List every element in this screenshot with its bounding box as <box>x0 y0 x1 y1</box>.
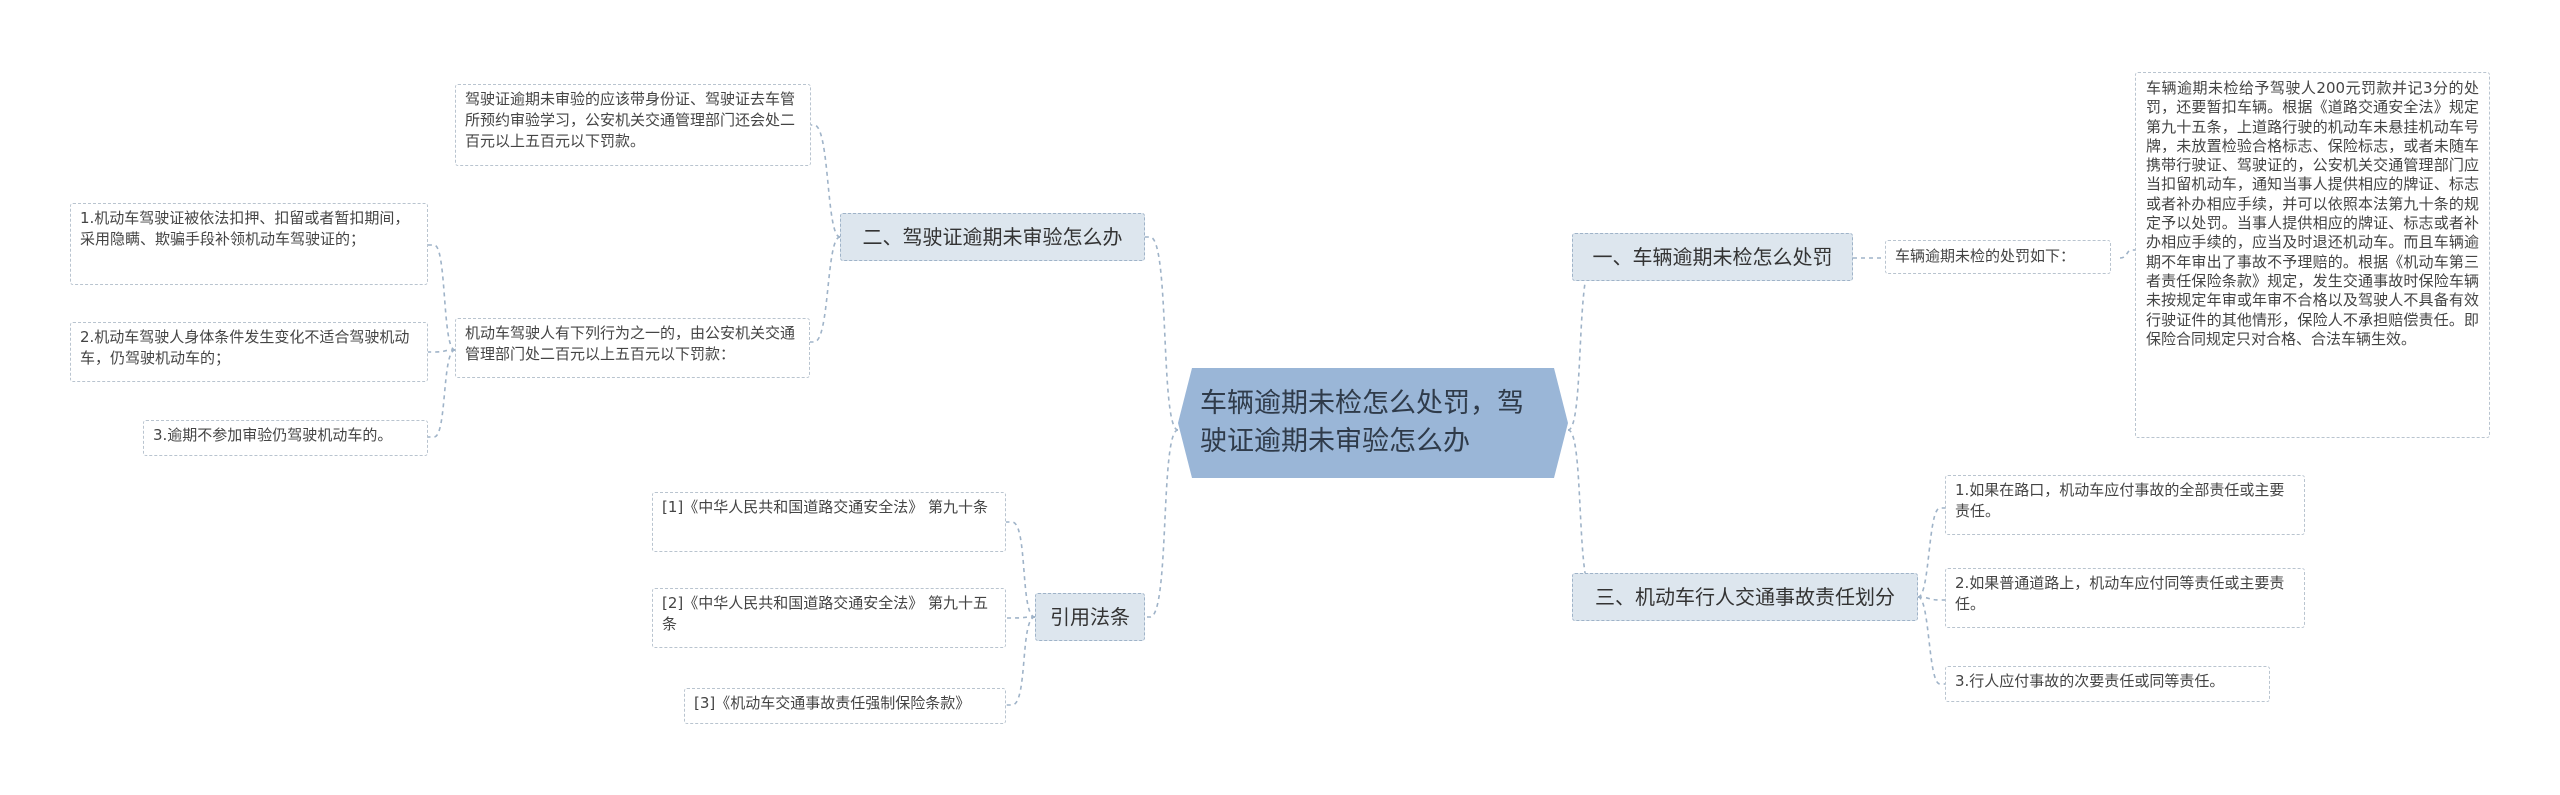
edge-center-b3 <box>1567 429 1600 598</box>
leaf-license-case-1[interactable]: 1.机动车驾驶证被依法扣押、扣留或者暂扣期间，采用隐瞒、欺骗手段补领机动车驾驶证… <box>70 203 428 285</box>
edge-b2-top <box>810 124 841 238</box>
edge-sub-detail <box>2119 249 2137 259</box>
edge-b3-i1 <box>1917 507 1945 598</box>
edge-b4-i3 <box>1006 616 1036 706</box>
edge-b3-i2 <box>1917 596 1945 601</box>
branch-label: 三、机动车行人交通事故责任划分 <box>1595 585 1895 609</box>
edge-mid-i3 <box>428 349 456 438</box>
edge-mid-i2 <box>428 349 456 353</box>
branch-label: 一、车辆逾期未检怎么处罚 <box>1592 245 1833 269</box>
branch-license-review[interactable]: 二、驾驶证逾期未审验怎么办 <box>840 213 1145 261</box>
branch-accident-liability[interactable]: 三、机动车行人交通事故责任划分 <box>1572 573 1918 621</box>
edge-b4-i1 <box>1006 521 1036 618</box>
leaf-law-2[interactable]: [2]《中华人民共和国道路交通安全法》 第九十五条 <box>652 588 1006 648</box>
edge-b4-i2 <box>1006 616 1036 619</box>
branch-label: 二、驾驶证逾期未审验怎么办 <box>862 225 1123 249</box>
leaf-penalty-detail[interactable]: 车辆逾期未检给予驾驶人200元罚款并记3分的处罚，还要暂扣车辆。根据《道路交通安… <box>2135 72 2490 438</box>
center-topic[interactable]: 车辆逾期未检怎么处罚，驾驶证逾期未审验怎么办 <box>1178 368 1568 478</box>
edge-center-b2 <box>1145 236 1179 431</box>
edge-mid-i1 <box>428 244 456 351</box>
leaf-penalty-intro[interactable]: 车辆逾期未检的处罚如下： <box>1885 240 2111 274</box>
leaf-license-review-note[interactable]: 驾驶证逾期未审验的应该带身份证、驾驶证去车管所预约审验学习，公安机关交通管理部门… <box>455 84 811 166</box>
edge-b2-mid <box>810 236 841 343</box>
leaf-law-3[interactable]: [3]《机动车交通事故责任强制保险条款》 <box>684 688 1006 724</box>
center-title: 车辆逾期未检怎么处罚，驾驶证逾期未审验怎么办 <box>1200 388 1524 457</box>
leaf-license-case-2[interactable]: 2.机动车驾驶人身体条件发生变化不适合驾驶机动车，仍驾驶机动车的； <box>70 322 428 382</box>
branch-cited-laws[interactable]: 引用法条 <box>1035 593 1145 641</box>
branch-vehicle-inspection-penalty[interactable]: 一、车辆逾期未检怎么处罚 <box>1572 233 1853 281</box>
leaf-license-case-3[interactable]: 3.逾期不参加审验仍驾驶机动车的。 <box>143 420 428 456</box>
edge-center-b1 <box>1567 257 1600 431</box>
leaf-license-penalty-rule[interactable]: 机动车驾驶人有下列行为之一的，由公安机关交通管理部门处二百元以上五百元以下罚款： <box>455 318 810 378</box>
branch-label: 引用法条 <box>1050 605 1130 629</box>
leaf-liability-3[interactable]: 3.行人应付事故的次要责任或同等责任。 <box>1945 666 2270 702</box>
leaf-liability-2[interactable]: 2.如果普通道路上，机动车应付同等责任或主要责任。 <box>1945 568 2305 628</box>
edge-b3-i3 <box>1917 596 1945 685</box>
leaf-law-1[interactable]: [1]《中华人民共和国道路交通安全法》 第九十条 <box>652 492 1006 552</box>
leaf-liability-1[interactable]: 1.如果在路口，机动车应付事故的全部责任或主要责任。 <box>1945 475 2305 535</box>
edge-center-b4 <box>1145 429 1179 618</box>
